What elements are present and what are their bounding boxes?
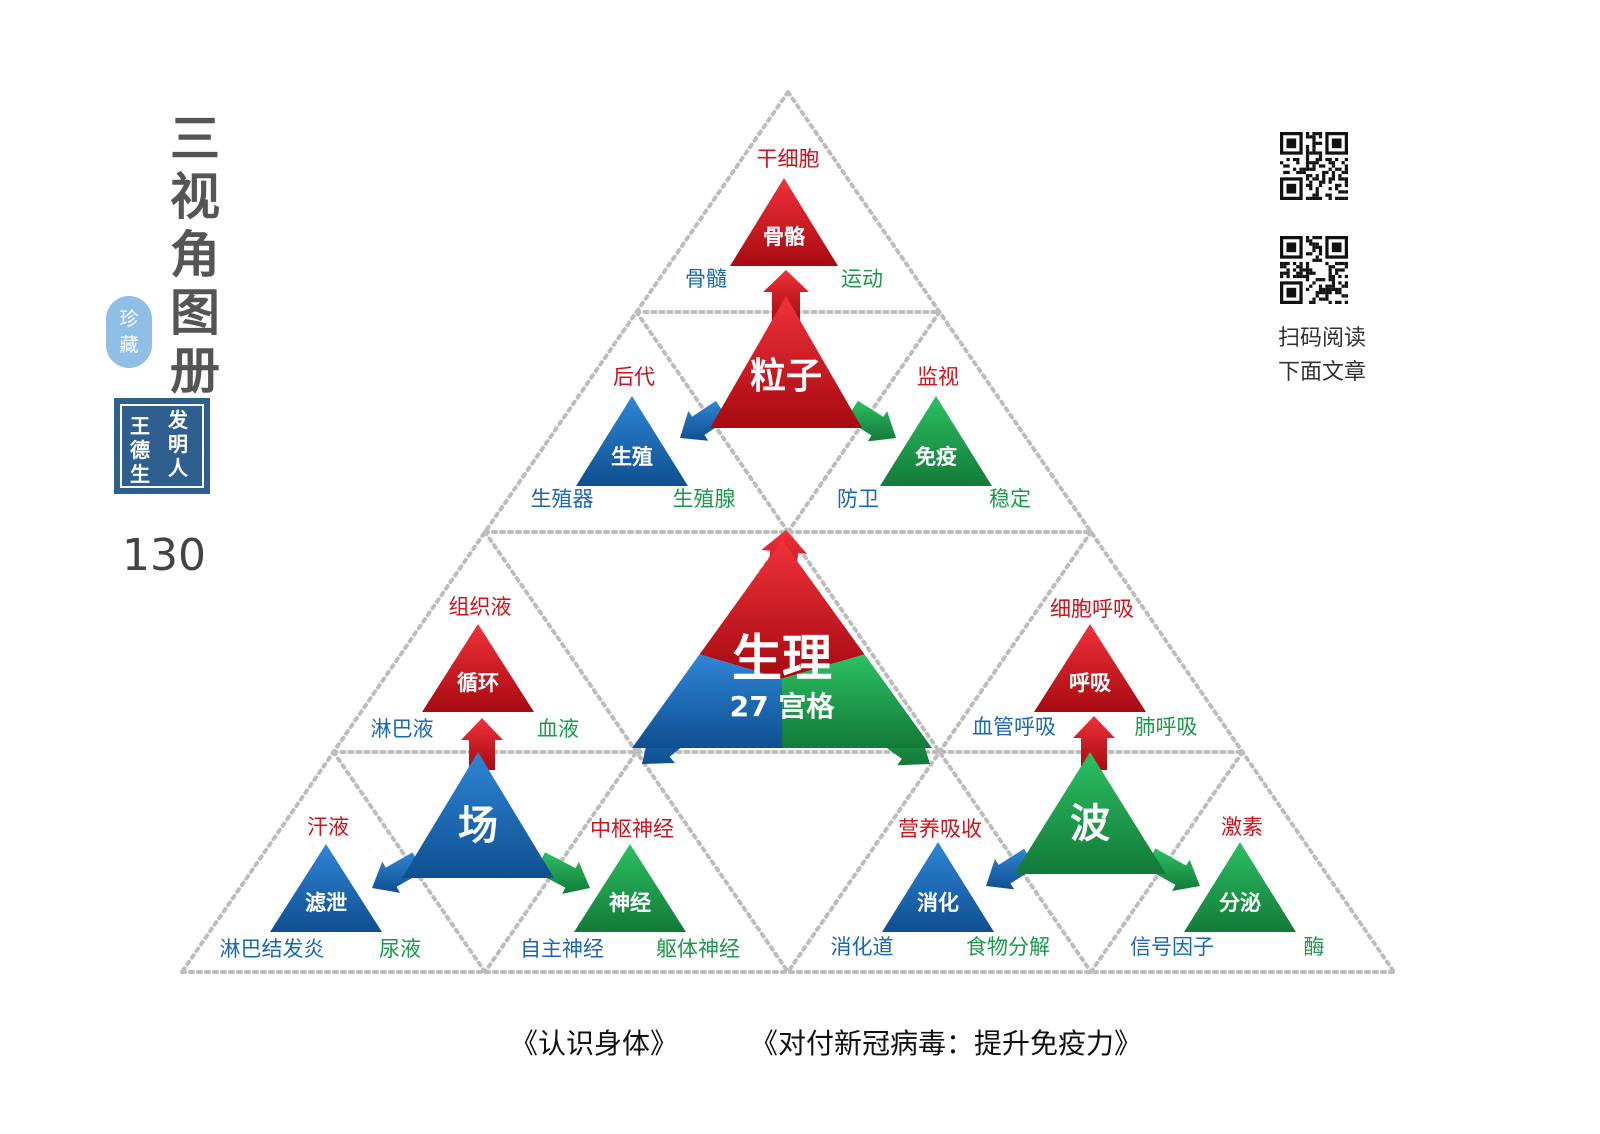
sub-triangle xyxy=(1034,624,1146,712)
sub-triangle-label: 骨骼 xyxy=(763,225,805,249)
title-char: 册 xyxy=(170,341,220,400)
center-triangle-blue xyxy=(632,654,782,748)
grid-line xyxy=(1089,750,1245,974)
seal-char: 德 xyxy=(130,438,150,462)
sub-triangle xyxy=(576,396,688,486)
qr-caption-line: 扫码阅读 xyxy=(1277,326,1366,351)
center-triangle-green xyxy=(782,654,932,748)
sub-triangle xyxy=(882,842,994,932)
qr-caption: 扫码阅读 下面文章 xyxy=(1262,322,1382,390)
sub-triangle-label: 滤泄 xyxy=(305,891,347,915)
inventor-seal: 王 德 生 发 明 人 xyxy=(114,398,210,494)
group-title: 粒子 xyxy=(750,356,822,397)
sub-left-label: 防卫 xyxy=(837,487,879,511)
group-title: 场 xyxy=(458,803,498,849)
sub-right-label: 肺呼吸 xyxy=(1135,715,1198,739)
sub-triangle xyxy=(880,396,992,486)
sub-triangle xyxy=(730,178,838,266)
sub-right-label: 躯体神经 xyxy=(656,937,740,961)
sub-left-label: 血管呼吸 xyxy=(972,715,1056,739)
sub-left-label: 消化道 xyxy=(831,935,894,959)
article-captions: 《认识身体》 《对付新冠病毒：提升免疫力》 xyxy=(0,1022,1600,1062)
sub-top-label: 细胞呼吸 xyxy=(1050,597,1134,621)
sub-left-label: 自主神经 xyxy=(520,937,604,961)
sub-top-label: 监视 xyxy=(917,365,959,389)
collection-char: 藏 xyxy=(119,334,139,356)
sub-triangle-label: 呼吸 xyxy=(1069,671,1112,695)
sub-triangle xyxy=(1184,842,1296,932)
qr-caption-line: 下面文章 xyxy=(1277,360,1366,385)
title-char: 图 xyxy=(170,283,220,342)
triangles xyxy=(270,178,1296,932)
book-title: 三 视 角 图 册 xyxy=(160,110,230,400)
collection-char: 珍 xyxy=(119,308,139,330)
sub-right-label: 血液 xyxy=(537,717,579,741)
center-subtitle: 27 宫格 xyxy=(730,690,836,723)
arrow-shape xyxy=(534,852,590,894)
grid-line xyxy=(483,530,790,974)
title-char: 角 xyxy=(170,225,220,284)
group-triangle xyxy=(402,752,554,878)
seal-char: 人 xyxy=(168,456,188,480)
arrow-shape xyxy=(846,400,896,442)
seal-char: 明 xyxy=(168,432,188,456)
sub-top-label: 激素 xyxy=(1221,815,1263,839)
sub-left-label: 淋巴液 xyxy=(371,717,434,741)
sub-top-label: 组织液 xyxy=(449,595,512,619)
sub-triangle xyxy=(574,844,686,932)
qr-code-icon[interactable] xyxy=(1280,132,1348,200)
sub-top-label: 汗液 xyxy=(307,815,349,839)
sub-left-label: 淋巴结发炎 xyxy=(220,937,325,961)
title-char: 三 xyxy=(170,109,220,168)
title-char: 视 xyxy=(170,167,220,226)
sub-top-label: 营养吸收 xyxy=(898,817,982,841)
arrow-shape xyxy=(1144,848,1200,891)
arrow-shape xyxy=(680,400,729,441)
seal-char: 发 xyxy=(168,408,188,432)
center-title: 生理 xyxy=(732,630,832,688)
sub-top-label: 干细胞 xyxy=(757,147,820,171)
arrow-shape xyxy=(461,718,503,770)
sub-right-label: 食物分解 xyxy=(966,935,1050,959)
sub-right-label: 酶 xyxy=(1304,935,1325,959)
sub-triangle-label: 神经 xyxy=(609,891,651,915)
grid-line xyxy=(786,90,1396,974)
sub-triangle-label: 分泌 xyxy=(1219,891,1261,915)
article-link[interactable]: 《对付新冠病毒：提升免疫力》 xyxy=(750,1027,1143,1060)
collection-badge: 珍 藏 xyxy=(106,296,152,368)
sub-right-label: 尿液 xyxy=(379,937,421,961)
arrow-shape xyxy=(372,852,424,893)
arrow-shape xyxy=(763,270,809,320)
sub-triangle xyxy=(270,844,382,932)
sub-triangle-label: 免疫 xyxy=(915,445,957,469)
seal-char: 生 xyxy=(130,462,150,486)
group-triangle xyxy=(1014,752,1166,874)
sub-left-label: 生殖器 xyxy=(531,487,594,511)
grid-line xyxy=(331,750,487,974)
group-title: 波 xyxy=(1070,801,1110,847)
sub-triangle-label: 循环 xyxy=(457,671,499,695)
sub-left-label: 骨髓 xyxy=(685,267,727,291)
sub-triangle xyxy=(422,624,534,712)
sub-left-label: 信号因子 xyxy=(1130,935,1214,959)
sub-right-label: 稳定 xyxy=(989,487,1031,511)
sub-right-label: 运动 xyxy=(841,267,883,291)
qr-code-icon[interactable] xyxy=(1280,236,1348,304)
sub-top-label: 后代 xyxy=(613,365,655,389)
group-triangle xyxy=(710,296,862,428)
center-triangle-red xyxy=(699,540,865,679)
seal-char: 王 xyxy=(130,414,150,438)
sub-top-label: 中枢神经 xyxy=(590,817,674,841)
page-number: 130 xyxy=(122,530,206,581)
article-link[interactable]: 《认识身体》 xyxy=(510,1027,679,1060)
sub-triangle-label: 生殖 xyxy=(611,445,653,469)
sub-right-label: 生殖腺 xyxy=(673,487,736,511)
sub-triangle-label: 消化 xyxy=(917,891,959,915)
arrow-shape xyxy=(1073,716,1115,770)
